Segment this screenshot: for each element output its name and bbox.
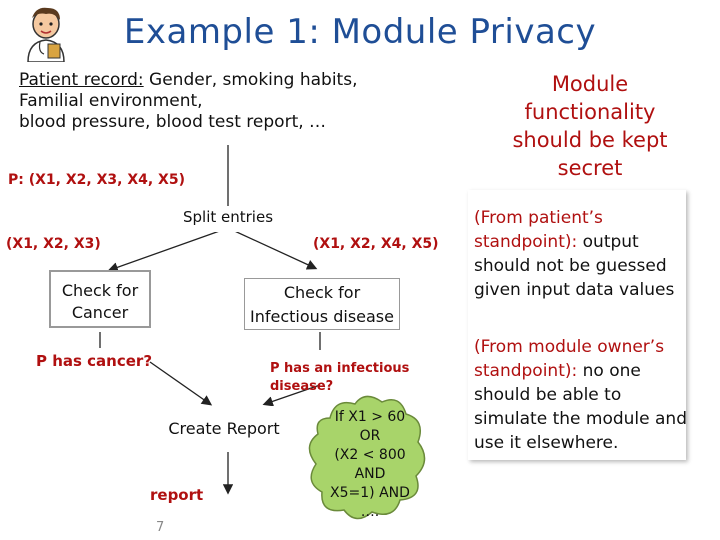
- slide-title: Example 1: Module Privacy: [123, 12, 597, 52]
- split-entries-box: Split entries: [172, 206, 284, 232]
- report-label: report: [150, 486, 204, 504]
- condition-cloud-icon: [308, 395, 426, 520]
- left-branch-label: (X1, X2, X3): [6, 236, 101, 252]
- create-report-box: Create Report: [158, 406, 290, 452]
- cancer-to-report-arrow: [149, 361, 213, 406]
- standpoint-panel: [468, 190, 686, 460]
- doctor-icon: [27, 7, 65, 62]
- right-branch-label: (X1, X2, X4, X5): [313, 236, 439, 252]
- patient-standpoint-text: (From patient’s standpoint): output shou…: [474, 208, 675, 300]
- p-definition: P: (X1, X2, X3, X4, X5): [8, 172, 185, 188]
- infectious-to-report-arrow: [262, 384, 321, 407]
- split-to-cancer-arrow: [107, 227, 229, 273]
- slide-number: 7: [156, 520, 165, 535]
- owner-standpoint-text: (From module owner’s standpoint): no one…: [474, 337, 687, 453]
- patient-record-text: Patient record: Gender, smoking habits, …: [19, 70, 358, 132]
- patient-record-label: Patient record:: [19, 70, 144, 90]
- p-has-cancer-label: P has cancer?: [36, 352, 153, 370]
- split-to-infectious-arrow: [227, 227, 318, 270]
